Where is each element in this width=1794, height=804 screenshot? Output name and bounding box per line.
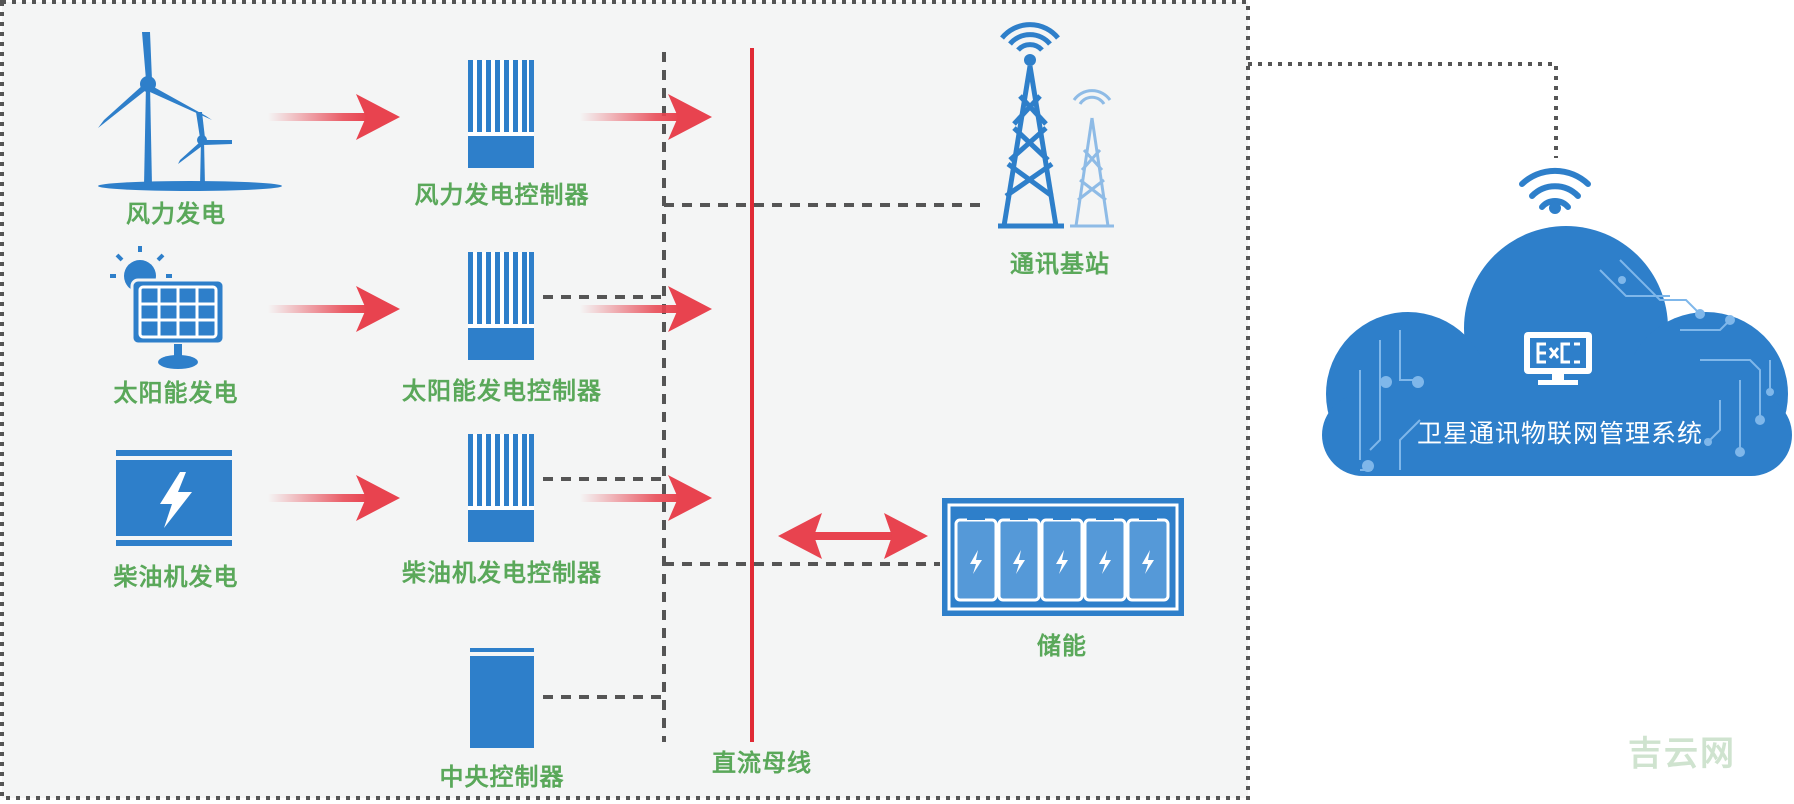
battery-storage-icon xyxy=(942,498,1184,616)
central-controller-label: 中央控制器 xyxy=(439,763,565,791)
cloud-system-label: 卫星通讯物联网管理系统 xyxy=(1416,419,1704,448)
telecom-tower-icon xyxy=(998,22,1114,229)
wind-controller-icon xyxy=(468,60,534,168)
solar-power-label: 太阳能发电 xyxy=(113,379,239,407)
dc-bus-label: 直流母线 xyxy=(712,749,812,777)
solar-controller-icon xyxy=(468,252,534,360)
storage-double-arrow xyxy=(778,513,928,559)
solar-controller-label: 太阳能发电控制器 xyxy=(402,377,602,405)
wifi-icon xyxy=(1519,167,1591,210)
solar-panel-icon xyxy=(110,246,226,369)
wind-turbine-icon xyxy=(98,32,282,191)
storage-label: 储能 xyxy=(1037,632,1087,660)
diesel-generator-icon xyxy=(116,450,232,546)
watermark: 吉云网 xyxy=(1628,734,1736,774)
diesel-controller-icon xyxy=(468,434,534,542)
wifi-dot xyxy=(1549,202,1561,214)
cloud-icon xyxy=(1322,226,1792,476)
diesel-power-label: 柴油机发电 xyxy=(113,563,239,591)
diesel-controller-label: 柴油机发电控制器 xyxy=(402,559,602,587)
central-controller-icon xyxy=(470,648,534,748)
monitor-icon xyxy=(1524,332,1592,385)
cloud-link-line xyxy=(1248,62,1558,158)
telecom-station-label: 通讯基站 xyxy=(1010,250,1110,278)
wind-controller-label: 风力发电控制器 xyxy=(414,181,590,209)
wind-power-label: 风力发电 xyxy=(126,200,226,228)
